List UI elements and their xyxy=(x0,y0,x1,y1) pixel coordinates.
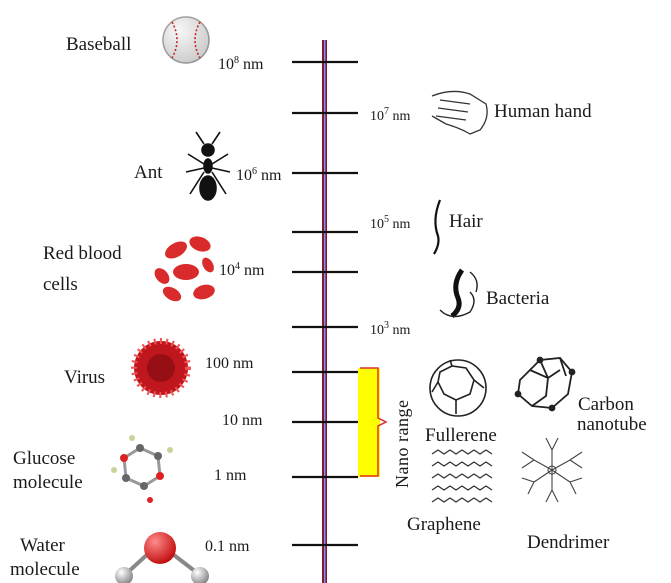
baseball-icon xyxy=(163,17,209,63)
virus-label: Virus xyxy=(64,367,105,389)
scale-label-1e5: 105 nm xyxy=(370,211,410,234)
nano-range-label: Nano range xyxy=(392,328,413,488)
human-hand-icon xyxy=(432,91,487,134)
carbon-nanotube-icon xyxy=(516,358,575,411)
carbon-nanotube-label-line1: Carbon xyxy=(578,394,634,416)
virus-icon xyxy=(134,341,188,395)
scale-label-1e4: 104 nm xyxy=(219,258,264,280)
hair-icon xyxy=(434,200,440,254)
nano-range-bracket xyxy=(358,368,386,477)
scale-label-1e7: 107 nm xyxy=(370,103,410,126)
water-molecule-icon xyxy=(115,532,209,583)
fullerene-icon xyxy=(430,360,486,416)
scale-label-10nm: 10 nm xyxy=(222,412,262,430)
scale-label-100nm: 100 nm xyxy=(205,355,253,373)
dendrimer-label: Dendrimer xyxy=(527,532,609,554)
human-hand-label: Human hand xyxy=(494,101,592,123)
red-blood-cells-label-line1: Red blood xyxy=(43,243,122,265)
red-blood-cells-label-line2: cells xyxy=(43,274,78,296)
ant-icon xyxy=(186,132,230,200)
glucose-label-line2: molecule xyxy=(13,472,83,494)
fullerene-label: Fullerene xyxy=(425,425,497,447)
dendrimer-icon xyxy=(522,438,582,502)
red-blood-cells-icon xyxy=(152,234,217,305)
water-label-line1: Water xyxy=(20,535,65,557)
bacteria-label: Bacteria xyxy=(486,288,549,310)
scale-label-0.1nm: 0.1 nm xyxy=(205,538,249,556)
carbon-nanotube-label-line2: nanotube xyxy=(577,414,647,436)
graphene-label: Graphene xyxy=(407,514,481,536)
baseball-label: Baseball xyxy=(66,34,131,56)
scale-label-1e8: 108 nm xyxy=(218,52,263,74)
glucose-label-line1: Glucose xyxy=(13,448,75,470)
graphene-icon xyxy=(432,450,492,502)
glucose-molecule-icon xyxy=(111,435,173,503)
bacteria-icon xyxy=(440,270,477,317)
water-label-line2: molecule xyxy=(10,559,80,581)
hair-label: Hair xyxy=(449,211,483,233)
scale-label-1nm: 1 nm xyxy=(214,467,246,485)
ant-label: Ant xyxy=(134,162,163,184)
scale-label-1e6: 106 nm xyxy=(236,163,281,185)
